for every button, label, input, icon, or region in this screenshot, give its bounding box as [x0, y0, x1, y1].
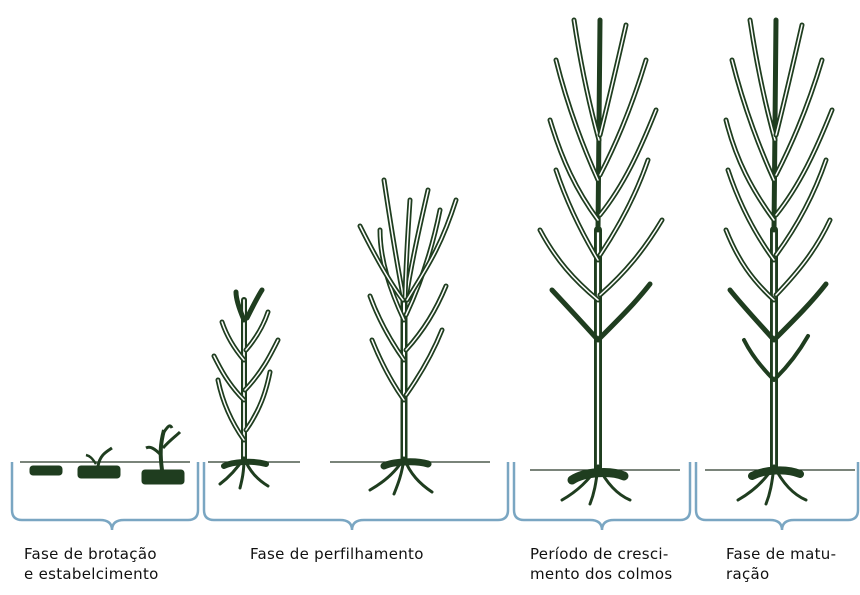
- stage-label-brotacao: Fase de brotação e estabelcimento: [24, 544, 159, 584]
- bracket-perfilhamento: [204, 462, 508, 530]
- stage-label-maturacao: Fase de matu- ração: [726, 544, 836, 584]
- sett-2: [78, 448, 120, 478]
- stage1-setts: [30, 426, 184, 484]
- stage-label-crescimento: Período de cresci- mento dos colmos: [530, 544, 672, 584]
- stage-label-perfilhamento: Fase de perfilhamento: [250, 544, 424, 564]
- stage2-small-plant: [214, 290, 278, 488]
- sett-1: [30, 466, 62, 475]
- stage-brackets: [12, 462, 858, 530]
- ground-lines: [20, 462, 855, 470]
- stage3-growing-plant: [540, 20, 662, 504]
- stage4-mature-plant: [726, 20, 832, 504]
- sett-3: [142, 426, 184, 484]
- stage2-tillering-plant: [360, 180, 456, 494]
